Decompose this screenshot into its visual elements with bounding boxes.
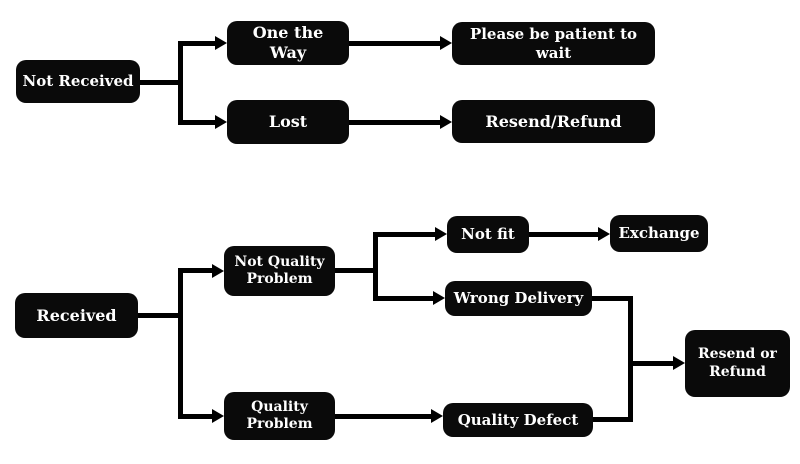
node-exchange: Exchange: [610, 215, 708, 252]
node-lost: Lost: [227, 100, 349, 144]
node-please-be-patient: Please be patient to wait: [452, 22, 655, 65]
edge-quality-defect-to-merge-hline: [593, 417, 633, 422]
edge-to-one-the-way-hline: [178, 41, 215, 46]
edge-not-quality-branch-vline: [373, 232, 378, 301]
edge-to-lost-hline: [178, 120, 215, 125]
edge-not-quality-problem-stub: [335, 268, 378, 273]
node-quality-defect: Quality Defect: [443, 403, 593, 437]
edge-merge-vline: [628, 296, 633, 422]
edge-not-received-stub: [140, 80, 181, 85]
edge-to-quality-problem-hline: [178, 414, 212, 419]
arrowhead-to-please-wait: [440, 36, 452, 50]
node-not-fit: Not fit: [447, 216, 529, 253]
node-one-the-way: One the Way: [227, 21, 349, 65]
arrowhead-to-lost: [215, 115, 227, 129]
edge-to-resend-refund-hline: [349, 120, 440, 125]
edge-merge-to-resend-or-refund-hline: [628, 361, 673, 366]
node-wrong-delivery: Wrong Delivery: [445, 281, 592, 316]
arrowhead-to-not-fit: [435, 227, 447, 241]
arrowhead-to-resend-refund: [440, 115, 452, 129]
arrowhead-to-wrong-delivery: [433, 291, 445, 305]
edge-received-stub: [138, 313, 183, 318]
edge-to-wrong-delivery-hline: [373, 296, 433, 301]
arrowhead-to-resend-or-refund: [673, 356, 685, 370]
edge-received-branch-vline: [178, 268, 183, 419]
edge-to-please-wait-hline: [349, 41, 440, 46]
arrowhead-to-one-the-way: [215, 36, 227, 50]
edge-wrong-delivery-to-merge-hline: [592, 296, 633, 301]
arrowhead-to-quality-problem: [212, 409, 224, 423]
node-resend-or-refund: Resend or Refund: [685, 330, 790, 397]
arrowhead-to-quality-defect: [431, 409, 443, 423]
node-resend-refund: Resend/Refund: [452, 100, 655, 143]
node-not-quality-problem: Not Quality Problem: [224, 246, 335, 296]
edge-to-not-fit-hline: [373, 232, 435, 237]
node-received: Received: [15, 293, 138, 338]
node-not-received: Not Received: [16, 60, 140, 103]
edge-to-quality-defect-hline: [335, 414, 431, 419]
edge-to-not-quality-problem-hline: [178, 268, 212, 273]
node-quality-problem: Quality Problem: [224, 392, 335, 440]
arrowhead-to-not-quality-problem: [212, 264, 224, 278]
arrowhead-to-exchange: [598, 227, 610, 241]
edge-not-received-branch-vline: [178, 41, 183, 125]
edge-to-exchange-hline: [529, 232, 598, 237]
